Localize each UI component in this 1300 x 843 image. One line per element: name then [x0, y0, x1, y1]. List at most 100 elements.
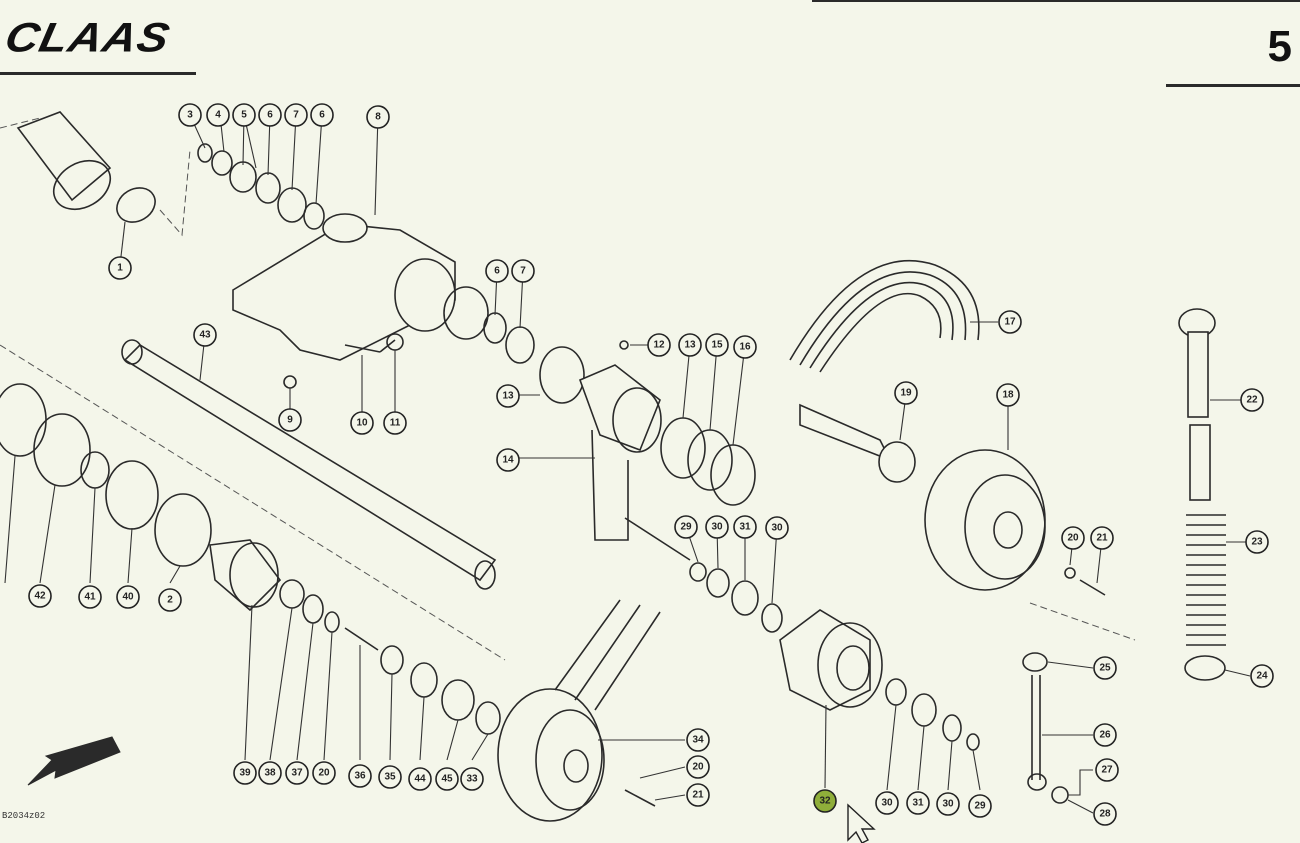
- callout-number: 24: [1256, 671, 1268, 682]
- part-drawings: [0, 111, 1226, 843]
- callout-number: 30: [711, 522, 723, 533]
- callout-item-14: 14: [496, 448, 520, 472]
- callout-number: 40: [122, 592, 134, 603]
- callout-number: 20: [1067, 533, 1079, 544]
- callout-circle: [1093, 656, 1117, 680]
- reference-code: B2034z02: [2, 811, 46, 821]
- callout-number: 39: [239, 768, 251, 779]
- callout-item-45: 45: [435, 767, 459, 791]
- callout-item-29: 29: [968, 794, 992, 818]
- callout-number: 5: [241, 110, 247, 121]
- callout-number: 38: [264, 768, 276, 779]
- callout-circle: [258, 103, 282, 127]
- callout-item-11: 11: [383, 411, 407, 435]
- callout-circle: [647, 333, 671, 357]
- callout-number: 21: [1096, 533, 1108, 544]
- callout-item-5: 5: [232, 103, 256, 127]
- callout-circle: [996, 383, 1020, 407]
- callout-number: 36: [354, 771, 366, 782]
- callout-number: 1: [117, 263, 123, 274]
- callout-number: 27: [1101, 765, 1113, 776]
- callout-circle: [485, 259, 509, 283]
- callout-number: 20: [318, 768, 330, 779]
- page-number: 5: [1267, 22, 1292, 71]
- callout-item-40: 40: [116, 585, 140, 609]
- callout-item-12: 12: [647, 333, 671, 357]
- callout-circle: [408, 767, 432, 791]
- callout-number: 43: [199, 330, 211, 341]
- callout-item-7: 7: [284, 103, 308, 127]
- callout-item-10: 10: [350, 411, 374, 435]
- callout-number: 41: [84, 592, 96, 603]
- callout-number: 6: [494, 266, 500, 277]
- callout-number: 29: [974, 801, 986, 812]
- callout-item-19: 19: [894, 381, 918, 405]
- callout-circle: [894, 381, 918, 405]
- callout-circle: [284, 103, 308, 127]
- callout-number: 26: [1099, 730, 1111, 741]
- callout-number: 20: [692, 762, 704, 773]
- callout-item-6: 6: [485, 259, 509, 283]
- callout-number: 28: [1099, 809, 1111, 820]
- callout-circle: [998, 310, 1022, 334]
- callout-item-41: 41: [78, 585, 102, 609]
- callout-number: 30: [942, 799, 954, 810]
- callout-item-24: 24: [1250, 664, 1274, 688]
- callout-circle: [116, 585, 140, 609]
- callout-item-21: 21: [1090, 526, 1114, 550]
- callout-number: 30: [881, 798, 893, 809]
- callout-item-44: 44: [408, 767, 432, 791]
- callout-number: 10: [356, 418, 368, 429]
- callout-item-29: 29: [674, 515, 698, 539]
- callout-item-31: 31: [733, 515, 757, 539]
- callout-circle: [78, 585, 102, 609]
- callout-item-30: 30: [765, 516, 789, 540]
- callout-number: 31: [912, 798, 924, 809]
- callout-item-38: 38: [258, 761, 282, 785]
- callout-circle: [366, 105, 390, 129]
- callout-circle: [348, 764, 372, 788]
- callout-number: 32: [819, 796, 831, 807]
- callout-circle: [383, 411, 407, 435]
- callout-item-42: 42: [28, 584, 52, 608]
- mouse-cursor-icon: [847, 803, 876, 843]
- callout-circle: [686, 783, 710, 807]
- callout-item-2: 2: [158, 588, 182, 612]
- callout-item-15: 15: [705, 333, 729, 357]
- callout-circle: [258, 761, 282, 785]
- callout-number: 6: [319, 110, 325, 121]
- callout-circle: [108, 256, 132, 280]
- callout-item-30: 30: [705, 515, 729, 539]
- callout-circle: [312, 761, 336, 785]
- callout-circle: [733, 335, 757, 359]
- callout-circle: [1095, 758, 1119, 782]
- callout-number: 11: [390, 418, 401, 429]
- callout-item-13: 13: [496, 384, 520, 408]
- callout-circle: [686, 755, 710, 779]
- callout-item-37: 37: [285, 761, 309, 785]
- page-number-underline: [1166, 84, 1300, 87]
- callout-number: 7: [293, 110, 299, 121]
- callout-item-6: 6: [258, 103, 282, 127]
- callout-number: 15: [711, 340, 723, 351]
- callout-item-34: 34: [686, 728, 710, 752]
- callout-circle: [285, 761, 309, 785]
- callout-item-8: 8: [366, 105, 390, 129]
- callout-number: 37: [291, 768, 303, 779]
- callout-item-22: 22: [1240, 388, 1264, 412]
- callout-item-30: 30: [936, 792, 960, 816]
- callout-item-39: 39: [233, 761, 257, 785]
- callout-circle: [1093, 723, 1117, 747]
- callout-circle: [511, 259, 535, 283]
- callout-item-13: 13: [678, 333, 702, 357]
- callout-circle: [233, 761, 257, 785]
- callout-circle: [968, 794, 992, 818]
- callout-number: 31: [739, 522, 751, 533]
- callout-number: 12: [653, 340, 665, 351]
- callout-item-4: 4: [206, 103, 230, 127]
- callout-number: 34: [692, 735, 704, 746]
- callout-item-17: 17: [998, 310, 1022, 334]
- callout-number: 33: [466, 774, 478, 785]
- callout-item-9: 9: [278, 408, 302, 432]
- callout-item-28: 28: [1093, 802, 1117, 826]
